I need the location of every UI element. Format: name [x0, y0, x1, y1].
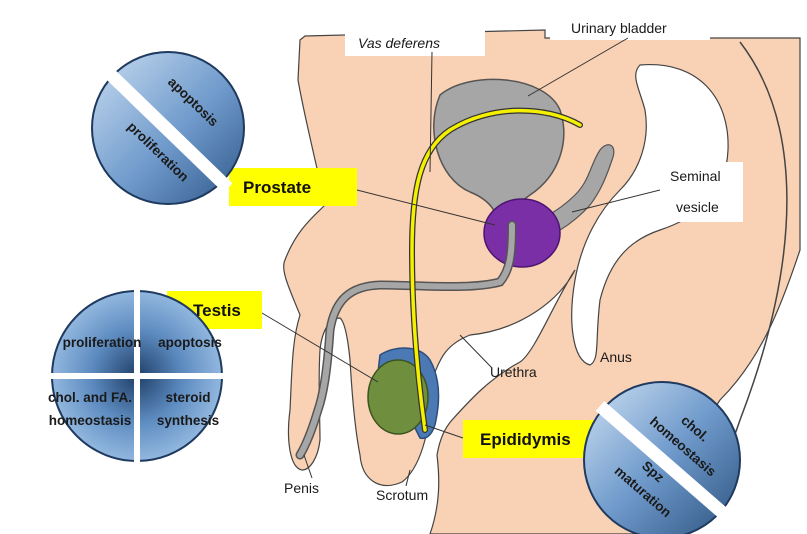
label-scrotum: Scrotum — [376, 487, 428, 503]
label-anus: Anus — [600, 349, 632, 365]
testis-process-disc: proliferation apoptosis chol. and FA. ho… — [48, 289, 224, 463]
prostate-process-disc: apoptosis proliferation — [92, 52, 244, 204]
testis-disc-synthesis: synthesis — [157, 413, 219, 428]
testis-disc-chol-fa-2: homeostasis — [49, 413, 132, 428]
prostate-gland — [484, 199, 560, 267]
testis-disc-proliferation: proliferation — [63, 335, 142, 350]
label-urinary-bladder: Urinary bladder — [571, 20, 667, 36]
label-seminal-vesicle-2: vesicle — [676, 199, 719, 215]
highlight-testis: Testis — [193, 301, 241, 320]
label-urethra: Urethra — [490, 364, 537, 380]
highlight-prostate: Prostate — [243, 178, 311, 197]
label-vas-deferens: Vas deferens — [358, 35, 440, 51]
testis-disc-steroid: steroid — [165, 390, 210, 405]
highlight-epididymis: Epididymis — [480, 430, 571, 449]
label-seminal-vesicle-1: Seminal — [670, 168, 721, 184]
epididymis-process-disc: chol. homeostasis Spz maturation — [584, 382, 740, 534]
testis-disc-chol-fa-1: chol. and FA. — [48, 390, 132, 405]
testis-disc-apoptosis: apoptosis — [158, 335, 222, 350]
label-penis: Penis — [284, 480, 319, 496]
